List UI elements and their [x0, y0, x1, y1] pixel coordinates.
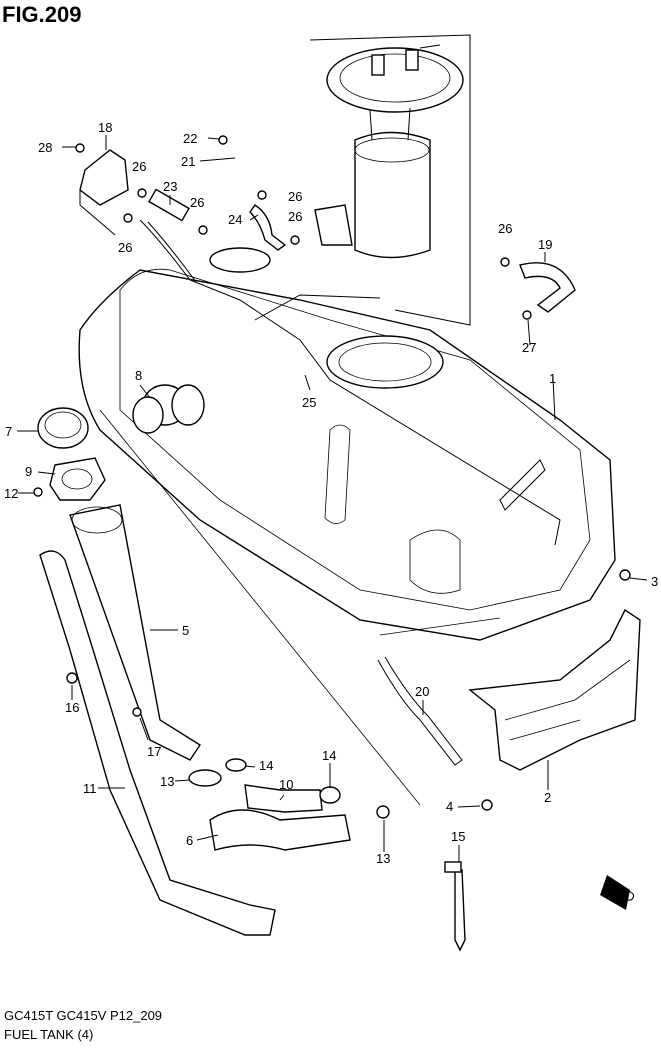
callout-25: 25 [302, 395, 316, 410]
callout-10: 10 [279, 777, 293, 792]
callout-26d: 26 [288, 189, 302, 204]
cable-tie [444, 861, 466, 952]
callout-18: 18 [98, 120, 112, 135]
callout-24: 24 [228, 212, 242, 227]
vent-hoses [139, 188, 576, 546]
section-title: FUEL TANK (4) [4, 1027, 94, 1042]
fuel-tank [78, 268, 616, 641]
callout-labels: 1 2 3 4 5 6 7 8 9 10 11 12 13 14 14 15 1… [4, 120, 658, 866]
callout-21: 21 [181, 154, 195, 169]
callout-9: 9 [25, 464, 32, 479]
callout-23: 23 [163, 179, 177, 194]
callout-15: 15 [451, 829, 465, 844]
callout-16: 16 [65, 700, 79, 715]
callout-14a: 14 [259, 758, 273, 773]
callout-4: 4 [446, 799, 453, 814]
leader-lines [17, 135, 648, 862]
callout-6: 6 [186, 833, 193, 848]
fwd-arrow: FWD [600, 875, 638, 910]
callout-8: 8 [135, 368, 142, 383]
callout-22: 22 [183, 131, 197, 146]
callout-3: 3 [651, 574, 658, 589]
callout-28: 28 [38, 140, 52, 155]
callout-13a: 13 [160, 774, 174, 789]
valve-18 [79, 149, 129, 236]
guide-lines [99, 409, 501, 806]
callout-1: 1 [549, 371, 556, 386]
tank-protector [468, 608, 641, 771]
callout-20: 20 [415, 684, 429, 699]
callout-26a: 26 [132, 159, 146, 174]
lower-hoses [188, 656, 463, 851]
callout-27: 27 [522, 340, 536, 355]
callout-26c: 26 [190, 195, 204, 210]
callout-26e: 26 [288, 209, 302, 224]
callout-5: 5 [182, 623, 189, 638]
fuel-pump-assembly [309, 34, 471, 326]
callout-11: 11 [83, 781, 97, 796]
model-code: GC415T GC415V P12_209 [4, 1008, 163, 1023]
callout-26b: 26 [118, 240, 132, 255]
callout-14b: 14 [322, 748, 336, 763]
callout-7: 7 [5, 424, 12, 439]
callout-13b: 13 [376, 851, 390, 866]
callout-19: 19 [538, 237, 552, 252]
figure-title: FIG.209 [2, 2, 82, 27]
callout-17: 17 [147, 744, 161, 759]
callout-26f: 26 [498, 221, 512, 236]
callout-12: 12 [4, 486, 18, 501]
filler-system [37, 384, 276, 936]
callout-2: 2 [544, 790, 551, 805]
fasteners [33, 135, 631, 819]
